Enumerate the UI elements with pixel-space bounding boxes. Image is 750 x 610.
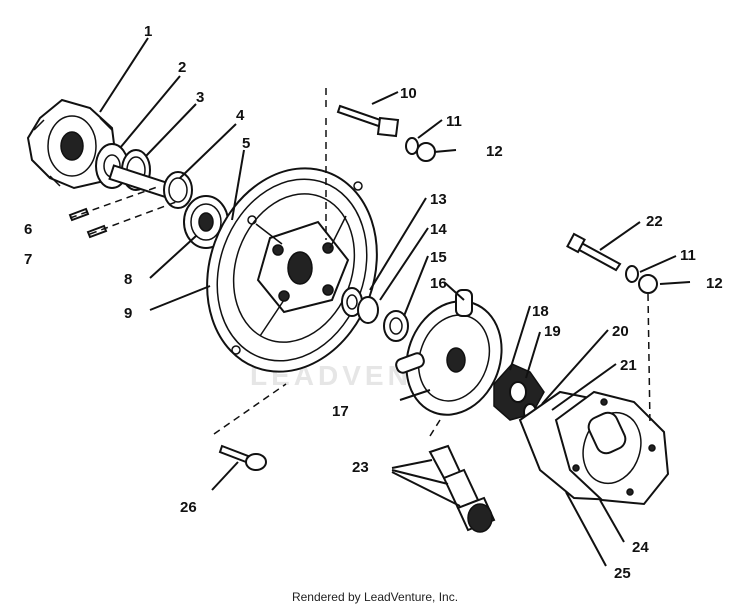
callout-12: 12: [486, 143, 503, 160]
callout-13: 13: [430, 191, 447, 208]
leader-lines: [99, 37, 691, 567]
callout-26: 26: [180, 499, 197, 516]
callout-12-right: 12: [706, 275, 723, 292]
callout-3: 3: [196, 89, 204, 106]
part-26-bolt[interactable]: [218, 444, 267, 471]
callout-5: 5: [242, 135, 250, 152]
part-22-bolt[interactable]: [566, 232, 622, 272]
part-9-pulley[interactable]: [179, 144, 404, 396]
part-10-bolt[interactable]: [336, 104, 400, 138]
callout-7: 7: [24, 251, 32, 268]
callout-4: 4: [236, 107, 245, 124]
part-7-key[interactable]: [86, 224, 108, 239]
part-11-washer-right[interactable]: [625, 265, 639, 283]
callout-18: 18: [532, 303, 549, 320]
callout-10: 10: [400, 85, 417, 102]
callout-11-right: 11: [680, 247, 696, 264]
part-17-pump-housing[interactable]: [391, 288, 517, 428]
part-15-gasket[interactable]: [383, 310, 409, 342]
callout-24: 24: [632, 539, 649, 556]
callout-14: 14: [430, 221, 447, 238]
part-12-nut[interactable]: [416, 142, 436, 162]
callout-8: 8: [124, 271, 132, 288]
callout-25: 25: [614, 565, 631, 582]
callout-21: 21: [620, 357, 637, 374]
callout-15: 15: [430, 249, 447, 266]
footer-credit: Rendered by LeadVenture, Inc.: [291, 590, 459, 604]
callout-17: 17: [332, 403, 349, 420]
callout-16: 16: [430, 275, 447, 292]
part-13-seal[interactable]: [341, 287, 363, 317]
callout-19: 19: [544, 323, 561, 340]
part-23-relief-valve[interactable]: [428, 444, 496, 533]
callout-11: 11: [446, 113, 462, 130]
callout-22: 22: [646, 213, 663, 230]
part-24-cover-plate[interactable]: [554, 390, 670, 506]
callout-2: 2: [178, 59, 186, 76]
callout-1: 1: [144, 23, 152, 40]
part-6-key[interactable]: [68, 207, 90, 222]
callout-20: 20: [612, 323, 629, 340]
callout-9: 9: [124, 305, 132, 322]
part-12-nut-right[interactable]: [638, 274, 658, 294]
callout-6: 6: [24, 221, 32, 238]
callout-23: 23: [352, 459, 369, 476]
part-14-o-ring[interactable]: [357, 296, 379, 324]
part-4-snap-ring[interactable]: [163, 171, 193, 209]
callout-numbers: 1 2 3 4 5 6 7 8 9 10 11 12 13 14 15 16 1…: [24, 23, 723, 582]
